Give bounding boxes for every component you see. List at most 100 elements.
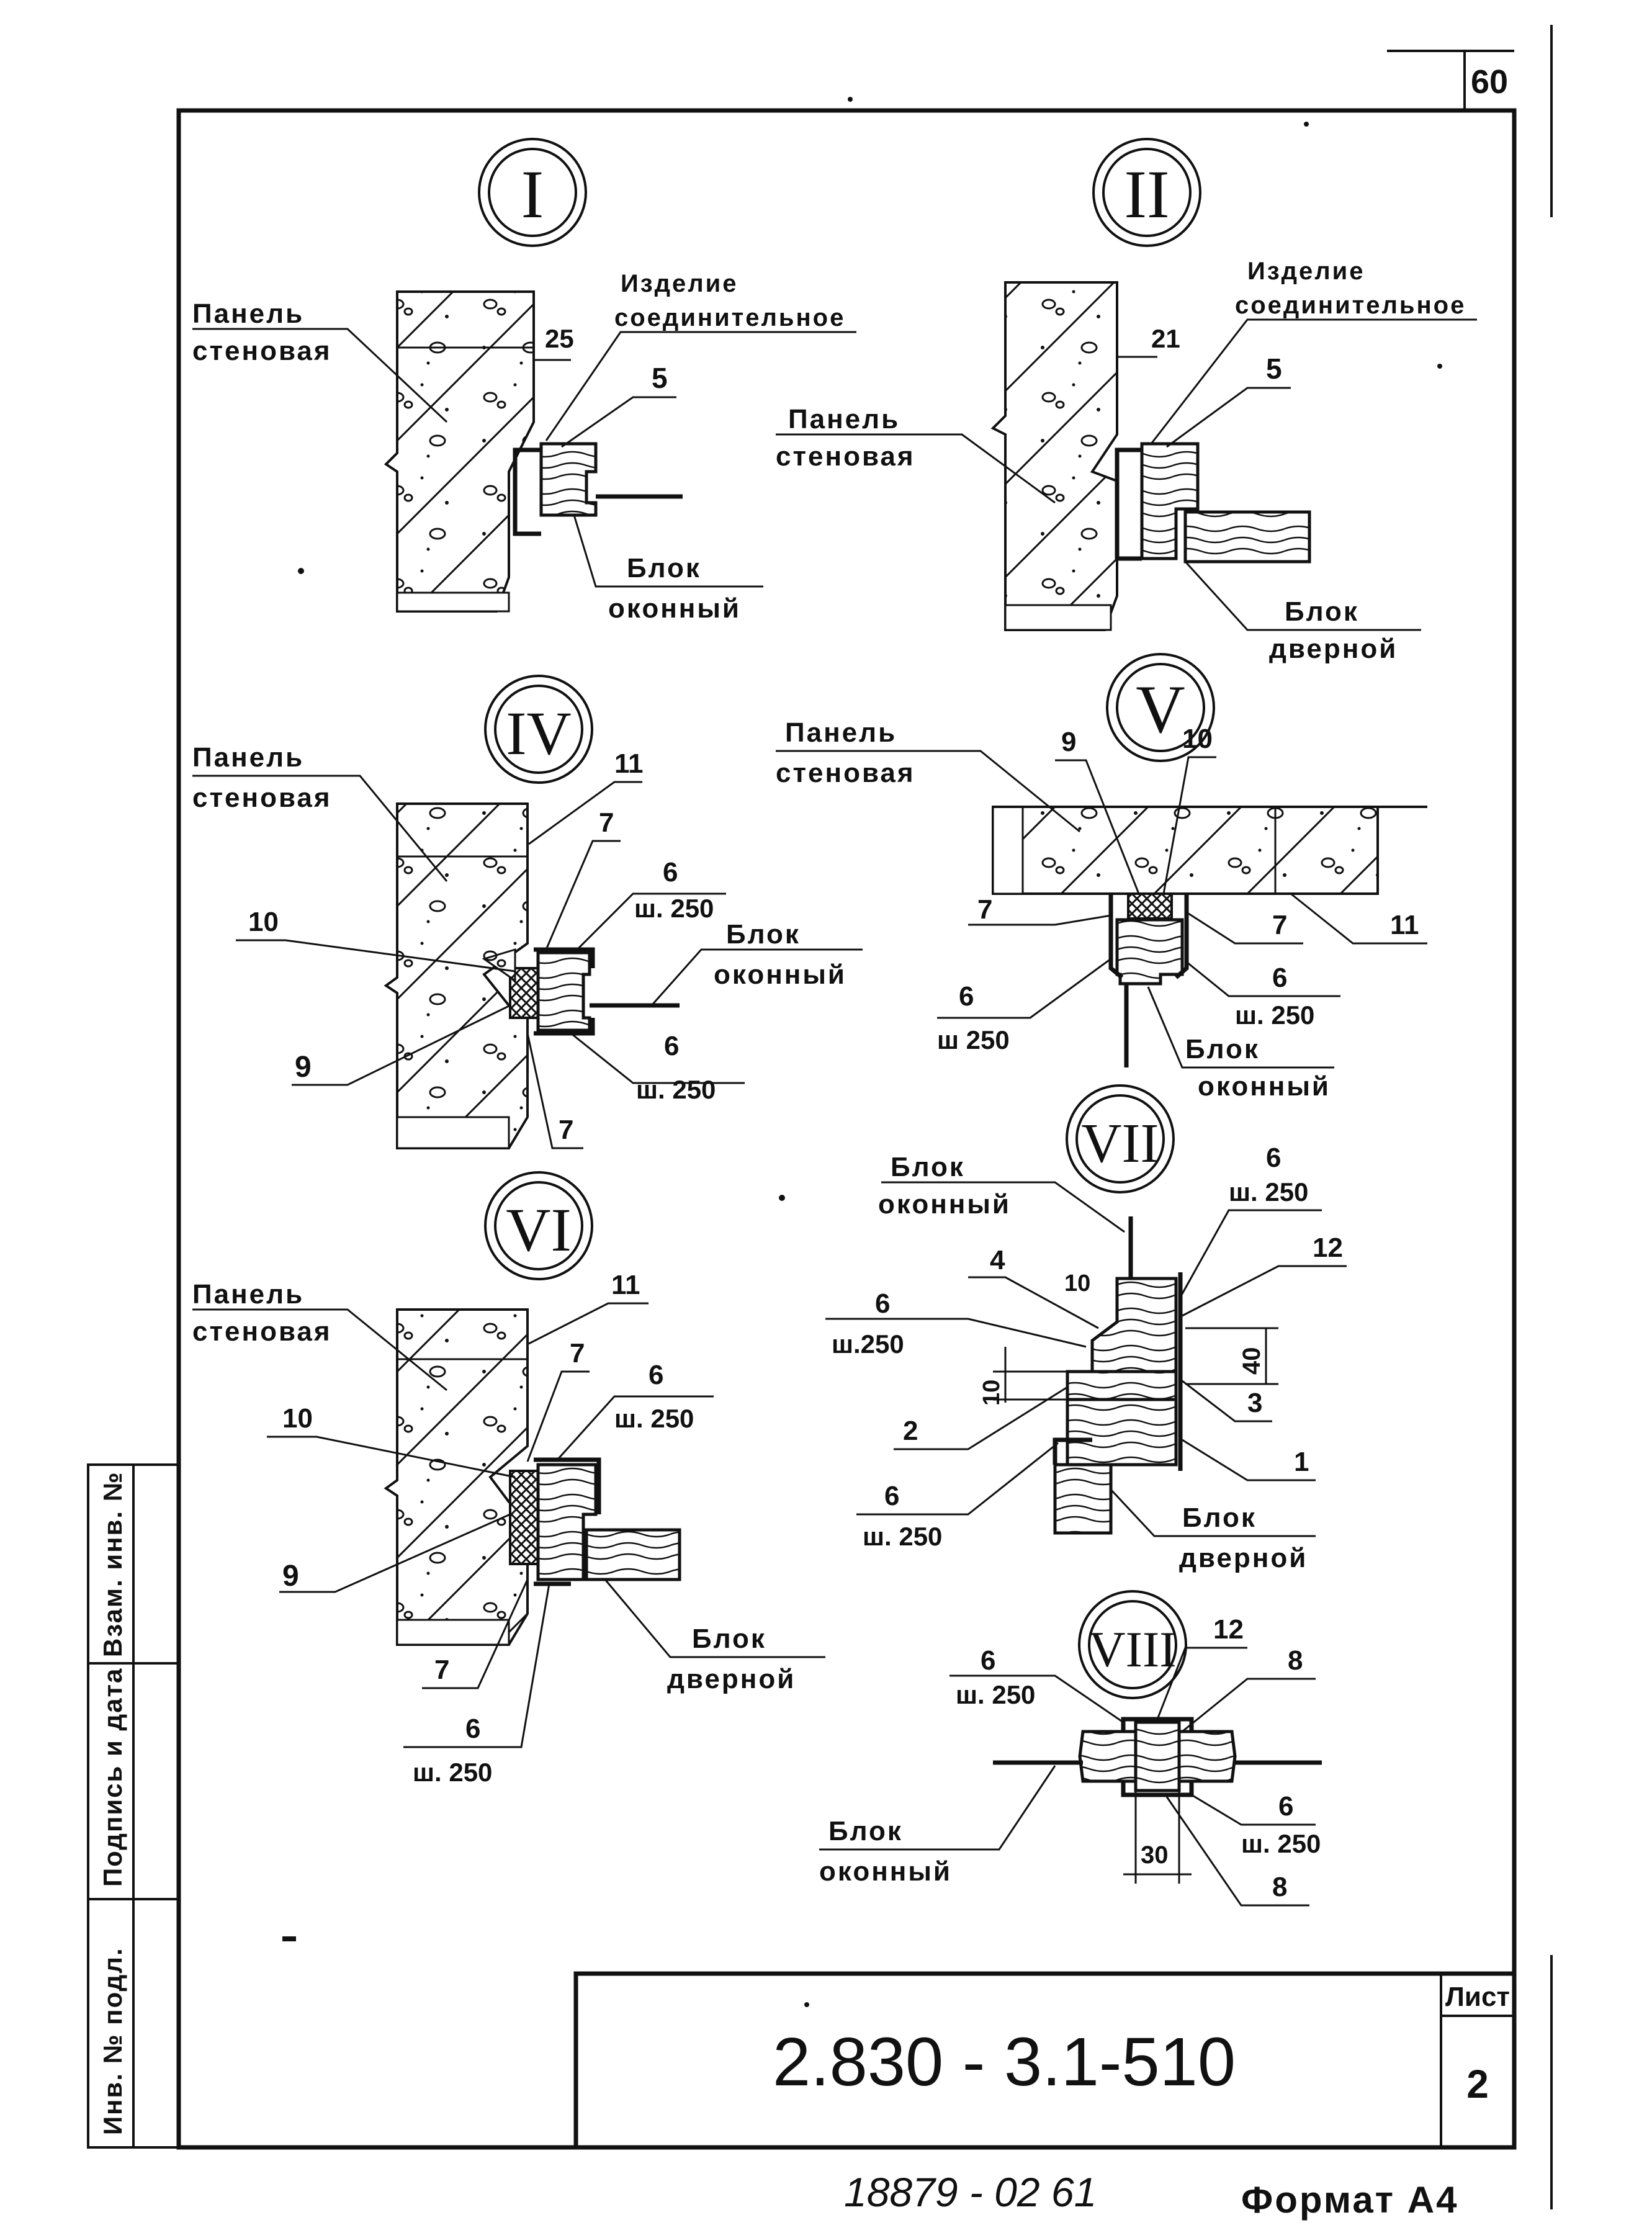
detail-IV-c11-leader: [528, 781, 642, 845]
detail-VII-c3-leader: [1182, 1380, 1272, 1422]
sheet-list-label: Лист: [1445, 1982, 1510, 2012]
detail-II-roman: II: [1124, 156, 1169, 232]
detail-IV-c10-leader: [236, 939, 516, 973]
detail-VIII-seal: [1134, 1720, 1181, 1792]
detail-I-connector-line1: Изделие: [621, 270, 738, 297]
stamp-inv-orig: Инв. № подл.: [98, 1947, 127, 2135]
detail-VIII-c12-leader: [1156, 1647, 1247, 1720]
detail-VIII-right-frame: [1177, 1730, 1237, 1783]
detail-VII-c1-leader: [1182, 1439, 1316, 1481]
detail-V-c7a-leader: [968, 914, 1111, 926]
detail-VI-door-leaf: [585, 1528, 681, 1581]
detail-V-c7b: 7: [1272, 910, 1287, 940]
detail-II: II 21 Панель стеновая Изделие соединител…: [776, 138, 1477, 664]
detail-V-c6a-leader: [937, 958, 1111, 1019]
detail-VI-c6b-leader: [403, 1583, 550, 1748]
detail-I: I 25 Панель стеновая Изделие соединитель…: [192, 138, 856, 624]
detail-VII-roman: VII: [1082, 1113, 1159, 1174]
detail-II-block-line1: Блок: [1285, 596, 1359, 627]
side-stamp: Взам. инв. № Подпись и дата Инв. № подл.: [87, 1463, 180, 2149]
detail-VII-block-bottom-leader: [1110, 1488, 1316, 1537]
detail-II-wall-panel: [990, 281, 1118, 631]
detail-V-c11: 11: [1390, 910, 1419, 940]
detail-IV-panel-line1: Панель: [192, 742, 304, 773]
detail-VII-c6c-step: ш. 250: [863, 1522, 942, 1551]
detail-VI-roman: VI: [506, 1195, 572, 1264]
detail-IV-marker: IV: [484, 675, 593, 784]
detail-VI-plaster: [396, 1619, 510, 1646]
detail-IV: IV Панель стеновая 11 7 6 ш. 250 Блок ок…: [192, 675, 863, 1149]
detail-VIII-c6a-leader: [949, 1674, 1124, 1723]
detail-IV-panel-line2: стеновая: [192, 783, 332, 813]
detail-V-c10-leader: [1162, 756, 1216, 894]
detail-IV-top-strip: [534, 947, 595, 968]
detail-VI-c11: 11: [611, 1270, 640, 1300]
detail-VII-c6a: 6: [1266, 1143, 1281, 1173]
detail-IV-block-leader: [650, 948, 863, 1006]
detail-VIII-c6b: 6: [1278, 1791, 1293, 1822]
detail-VII-c6b-step: ш.250: [832, 1329, 904, 1359]
detail-VIII-c12: 12: [1213, 1614, 1244, 1645]
detail-VII-c2-leader: [894, 1386, 1068, 1450]
detail-VIII-c8b: 8: [1272, 1872, 1287, 1902]
detail-VII-door-leaf: [1053, 1463, 1113, 1535]
detail-IV-wall-panel: [384, 802, 529, 1149]
title-block: 2.830 - 3.1-510 Лист 2 18879 - 02 61 Фор…: [573, 1971, 1517, 2221]
detail-I-panel-leader: [192, 328, 448, 423]
detail-V-c9-leader: [1055, 759, 1140, 894]
detail-VI-panel-leader: [192, 1308, 447, 1391]
detail-VII-lower-frame: [1066, 1398, 1178, 1467]
detail-VI-block-leader: [604, 1579, 825, 1658]
detail-VIII-block-line2: оконный: [819, 1856, 952, 1887]
detail-VII: VII Блок оконный 6 ш. 250 12 4 10 6 ш.25…: [825, 1084, 1347, 1573]
detail-VII-c6a-step: ш. 250: [1229, 1177, 1308, 1207]
detail-VIII-c8a: 8: [1288, 1645, 1303, 1676]
detail-IV-block-line2: оконный: [714, 959, 846, 990]
detail-II-plaster: [1004, 604, 1112, 631]
detail-VI-block-line2: дверной: [667, 1664, 796, 1694]
detail-VIII: VIII 30 6 ш. 250 12 8 6 ш. 250 8 Блок ок…: [819, 1590, 1322, 1907]
detail-IV-bottom-strip: [534, 1018, 595, 1036]
detail-VII-block-bottom-line1: Блок: [1182, 1503, 1257, 1533]
detail-IV-c6a: 6: [663, 857, 678, 888]
detail-I-window-frame: [539, 442, 598, 517]
detail-I-block-leader: [573, 515, 763, 588]
detail-VII-d40: 40: [1238, 1347, 1265, 1375]
detail-I-connector-leader: [545, 331, 856, 441]
detail-VI-panel-line1: Панель: [192, 1279, 304, 1310]
detail-V-c6b-step: ш. 250: [1235, 1000, 1314, 1030]
detail-VII-c1: 1: [1294, 1447, 1309, 1477]
detail-I-callout-5-leader: [561, 396, 676, 448]
detail-VI-seal: [509, 1470, 539, 1565]
detail-II-connector-line1: Изделие: [1247, 258, 1365, 285]
detail-IV-c7a-leader: [545, 840, 621, 950]
detail-IV-c7a: 7: [599, 807, 614, 838]
detail-I-plaster: [396, 591, 510, 613]
bottom-hand-number: 18879 - 02 61: [844, 2169, 1097, 2215]
detail-IV-c6b-step: ш. 250: [636, 1075, 716, 1104]
detail-VII-upper-frame: [1090, 1277, 1178, 1373]
detail-VII-c6c: 6: [884, 1481, 899, 1511]
page-corner-number: 60: [1471, 63, 1508, 101]
detail-V-c10: 10: [1182, 724, 1213, 754]
detail-I-roman: I: [521, 156, 544, 232]
detail-II-callout-5: 5: [1266, 353, 1282, 385]
detail-VI-c7b-leader: [422, 1579, 529, 1689]
detail-II-block-leader: [1184, 560, 1421, 631]
detail-I-connector-line2: соединительное: [614, 304, 845, 331]
detail-II-connector-leader: [1150, 318, 1477, 444]
detail-VII-c6c-leader: [856, 1442, 1059, 1516]
detail-V-wall-panel: [992, 806, 1379, 895]
detail-II-marker: II: [1092, 138, 1201, 247]
detail-IV-panel-leader: [192, 775, 448, 882]
detail-V-roman: V: [1136, 672, 1185, 747]
detail-IV-c6a-leader: [576, 892, 726, 951]
detail-IV-c6a-step: ш. 250: [634, 894, 714, 923]
detail-VI-c7b: 7: [434, 1655, 449, 1685]
detail-VI-c9-leader: [279, 1513, 511, 1593]
detail-VII-c12: 12: [1313, 1233, 1343, 1263]
detail-I-panel-line2: стеновая: [192, 336, 332, 366]
detail-V-right-strip: [1174, 894, 1189, 979]
detail-V-panel-line2: стеновая: [776, 758, 915, 788]
